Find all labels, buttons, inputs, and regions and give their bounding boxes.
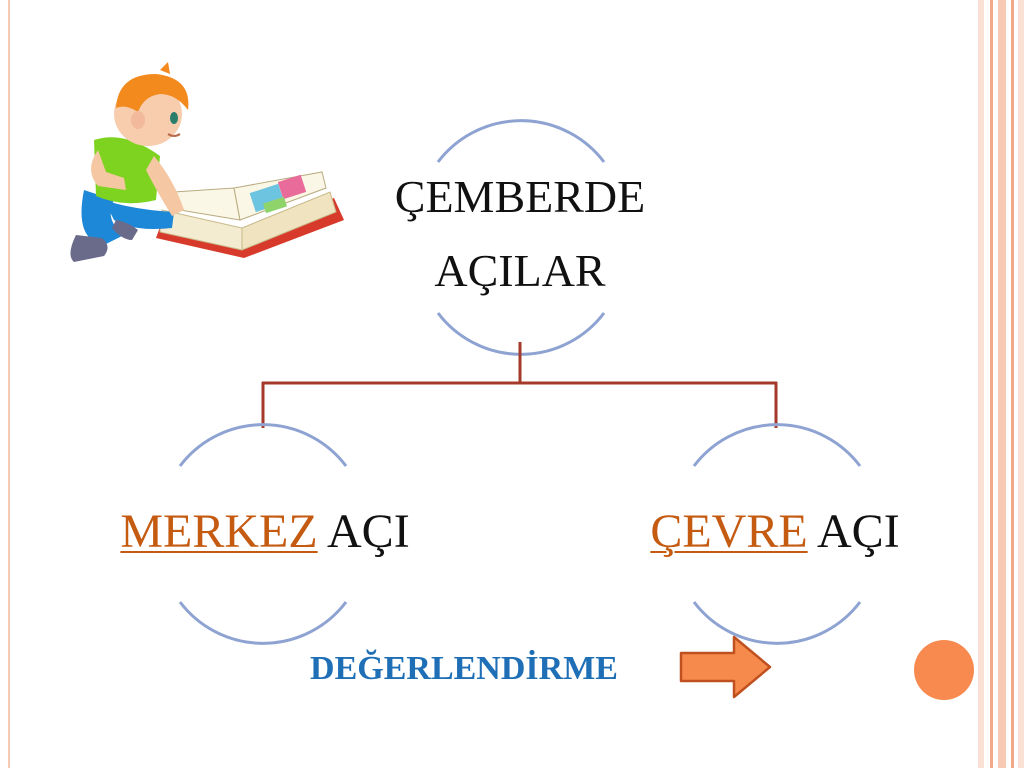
connector-lines xyxy=(261,342,778,428)
border-stripe xyxy=(990,0,993,768)
right-arrow-icon[interactable] xyxy=(678,634,774,700)
root-node-label: ÇEMBERDE AÇILAR xyxy=(330,160,710,308)
root-title-line1: ÇEMBERDE xyxy=(394,171,646,222)
orange-circle-icon xyxy=(914,640,974,700)
boy-reading-icon xyxy=(70,62,344,262)
right-child-suffix: AÇI xyxy=(807,505,900,558)
border-stripe xyxy=(978,0,984,768)
root-title-line2: AÇILAR xyxy=(434,245,606,296)
right-child-node: ÇEVRE AÇI xyxy=(570,502,980,562)
left-child-suffix: AÇI xyxy=(317,505,410,558)
right-node-arcs xyxy=(692,423,862,645)
border-stripe xyxy=(1011,0,1014,768)
left-child-node: MERKEZ AÇI xyxy=(60,502,470,562)
cevre-link[interactable]: ÇEVRE xyxy=(650,505,808,558)
border-stripe-left xyxy=(8,0,10,768)
border-stripe xyxy=(1018,0,1024,768)
left-node-arcs xyxy=(178,423,348,645)
merkez-link[interactable]: MERKEZ xyxy=(120,505,318,558)
border-stripe xyxy=(998,0,1006,768)
evaluation-label[interactable]: DEĞERLENDİRME xyxy=(310,650,618,687)
